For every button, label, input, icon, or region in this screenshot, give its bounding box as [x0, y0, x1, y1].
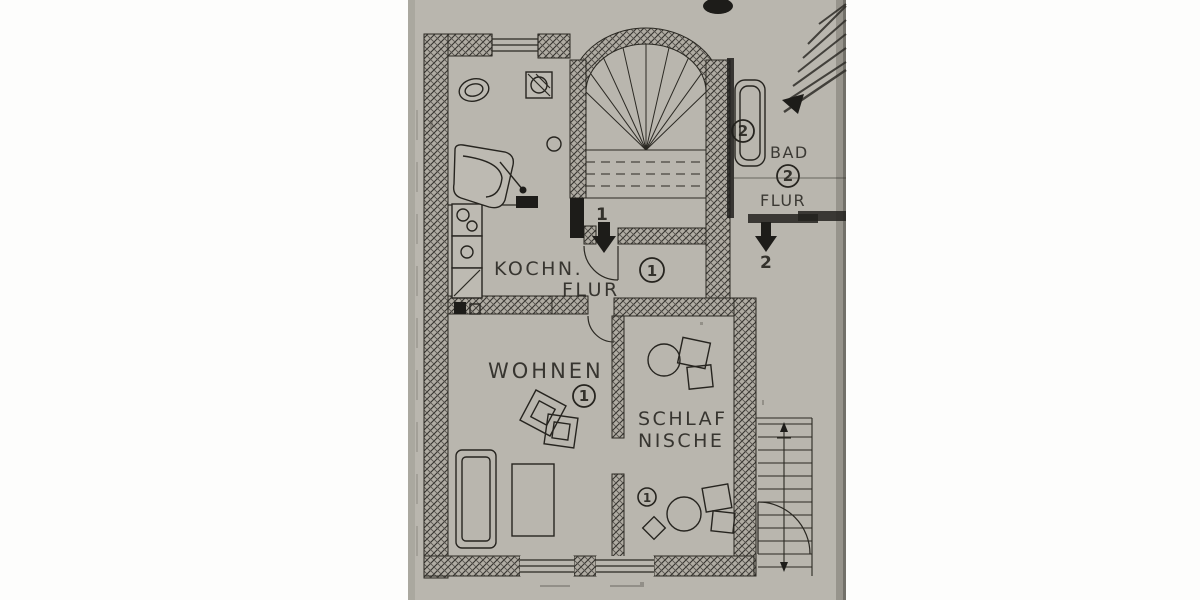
- label-kitchen: KOCHN.: [494, 258, 583, 280]
- bathtub-icon: [452, 144, 527, 209]
- cabinet-icon: [511, 463, 555, 537]
- neighbor-bathtub-icon: [734, 79, 766, 167]
- window-bottom-right: [596, 556, 654, 576]
- sink-icon: [458, 78, 490, 102]
- entry-door-swing: [583, 245, 619, 281]
- paper-left-shadow: [408, 0, 415, 600]
- wall-entry-left: [583, 225, 597, 245]
- wall-mid-b: [551, 295, 589, 315]
- washing-machine-icon: [525, 71, 553, 99]
- neighbor-wall-seg-a: [748, 214, 818, 223]
- label-hall: FLUR: [562, 279, 620, 301]
- unit-marker-hall2: 2: [776, 164, 800, 188]
- neighbor-stairs-wedge: [782, 94, 804, 114]
- wall-partition-upper: [611, 315, 625, 439]
- neighbor-wall-vertical: [727, 58, 734, 218]
- scan-smudge: [703, 0, 733, 14]
- svg-text:1: 1: [579, 387, 589, 405]
- wall-stair-left: [569, 59, 587, 199]
- paper-right-shadow: [836, 0, 846, 600]
- label-bath: BAD: [770, 143, 809, 162]
- window-top: [491, 34, 539, 56]
- label-living: WOHNEN: [488, 359, 604, 383]
- sleeping-furniture-top-icon: [647, 336, 714, 390]
- entrance-arrow-icon: [592, 222, 616, 253]
- unit-marker-sleeping: 1: [637, 487, 657, 507]
- neighbor-unit: 2: [727, 3, 847, 576]
- wall-left: [423, 33, 449, 579]
- wall-bottom-b: [573, 555, 597, 577]
- sleeping-furniture-bottom-icon: [641, 483, 736, 541]
- wall-right-upper: [705, 59, 731, 299]
- label-hall2: FLUR: [760, 191, 806, 210]
- paper-right-edge: [843, 0, 846, 600]
- label-sleeping-line2: NISCHE: [638, 430, 724, 452]
- living-table-icon: [519, 389, 579, 449]
- entrance-arrow-2-icon: [755, 222, 777, 252]
- unit-walls: [423, 27, 757, 579]
- wall-stub: [516, 196, 538, 208]
- living-door-swing: [587, 315, 615, 343]
- kitchen-counter-icon: [451, 203, 483, 315]
- stair-direction-arrow-up: [780, 422, 788, 432]
- wall-top-b: [537, 33, 571, 59]
- wall-bottom-a: [423, 555, 521, 577]
- svg-text:1: 1: [643, 491, 651, 505]
- neighbor-stairs-bottom-icon: [756, 417, 813, 576]
- unit-marker-hall: 1: [639, 257, 665, 283]
- svg-text:2: 2: [738, 122, 748, 140]
- label-sleeping-line1: SCHLAF: [638, 408, 728, 430]
- unit-marker-living: 1: [572, 384, 596, 408]
- neighbor-door-swing: [757, 501, 811, 555]
- svg-text:2: 2: [783, 167, 793, 185]
- stair-direction-arrow-down: [780, 562, 788, 572]
- window-bottom-left: [520, 556, 574, 576]
- entrance-number-2: 2: [760, 253, 772, 273]
- neighbor-wall-seg-b: [798, 211, 846, 221]
- staircase-winder: [585, 44, 707, 199]
- door-jamb: [570, 198, 584, 238]
- door-knob-icon: [546, 136, 562, 152]
- sofa-icon: [455, 449, 497, 549]
- entrance-number-1: 1: [596, 205, 608, 225]
- wall-entry-right: [617, 227, 707, 245]
- scan-noise: [430, 120, 764, 587]
- wall-bottom-c: [653, 555, 755, 577]
- wall-partition-lower: [611, 473, 625, 561]
- wall-top-a: [447, 33, 493, 57]
- wall-right-lower: [733, 297, 757, 577]
- svg-text:1: 1: [647, 262, 657, 280]
